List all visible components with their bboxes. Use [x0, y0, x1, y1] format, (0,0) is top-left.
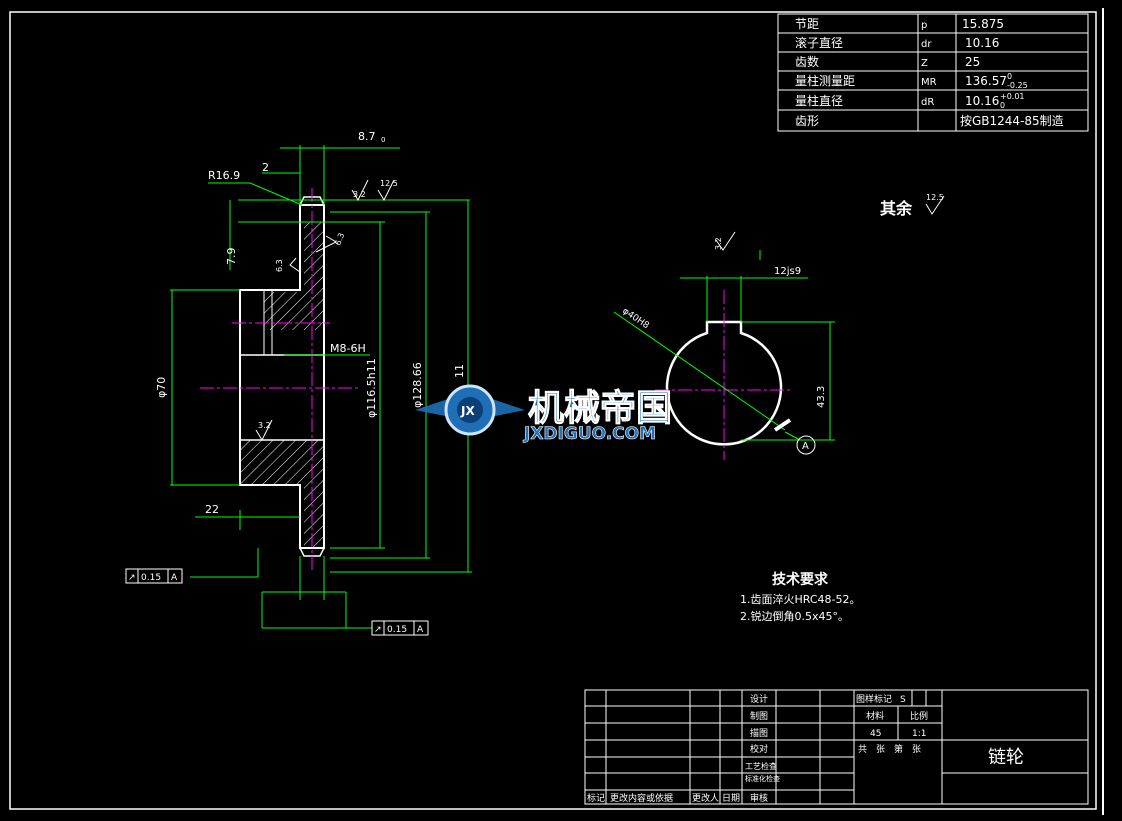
param-value-teeth: 25 [965, 55, 980, 69]
tb-part-name: 链轮 [988, 747, 1024, 768]
param-symbol-pitch: p [921, 20, 927, 31]
param-tol-low-dr: 0 [1000, 101, 1005, 110]
datum-circle [796, 435, 816, 455]
tb-rev-date: 日期 [722, 793, 740, 804]
param-name-profile: 齿形 [795, 114, 819, 128]
param-symbol-mr: MR [921, 77, 937, 88]
watermark-title: 机械帝国 [528, 388, 672, 429]
watermark-badge: JX [460, 404, 475, 418]
param-tol-up-mr: 0 [1007, 72, 1012, 81]
dim-thread: M8-6H [330, 342, 366, 355]
param-symbol-dr: dR [921, 97, 934, 108]
dim-bore: φ40H8 [620, 306, 651, 331]
watermark-logo: JX 机械帝国 JXDIGUO.COM [415, 384, 673, 444]
dim-d70: φ70 [155, 377, 168, 398]
dim-d128: φ128.66 [411, 362, 424, 408]
tb-process: 工艺检查 [745, 761, 777, 771]
rest-roughness-value: 12.5 [926, 193, 944, 202]
hatch-hub-bottom [240, 440, 324, 485]
dim-d116: φ116.5h11 [365, 358, 378, 418]
tb-scale-label: 比例 [910, 710, 928, 722]
param-value-dr: 10.16 [965, 94, 999, 108]
rough-3-2-bore: 3.2 [258, 421, 271, 430]
tb-review: 审核 [750, 792, 768, 804]
param-tol-up-dr: +0.01 [1000, 92, 1025, 101]
param-name-roller: 滚子直径 [795, 35, 843, 50]
param-value-profile: 按GB1244-85制造 [960, 114, 1064, 128]
rough-12-5-top: 12.5 [380, 179, 398, 188]
svg-text:0.15: 0.15 [141, 573, 161, 583]
dim-radius: R16.9 [208, 169, 240, 182]
dim-7-9: 7.9 [225, 248, 238, 266]
dim-22: 22 [205, 503, 219, 516]
svg-text:A: A [417, 625, 424, 635]
tech-item-1: 1.齿面淬火HRC48-52。 [740, 592, 861, 606]
param-name-dr: 量柱直径 [795, 93, 843, 108]
tb-draft: 制图 [750, 710, 768, 722]
param-symbol-roller: dr [921, 39, 932, 50]
param-value-pitch: 15.875 [962, 17, 1004, 31]
tb-mark: 图样标记 [856, 693, 892, 705]
title-block [584, 689, 1089, 805]
parameters-table: 节距 p 15.875 滚子直径 dr 10.16 齿数 Z 25 量柱测量距 … [777, 13, 1089, 132]
watermark-url: JXDIGUO.COM [523, 424, 656, 444]
tb-material: 45 [870, 729, 881, 739]
tb-sheets: 共 张 第 张 [858, 743, 921, 755]
part-outline [239, 204, 325, 549]
tb-rev-content: 更改内容或依据 [610, 792, 673, 804]
rough-6-3-hub: 6.3 [275, 259, 284, 272]
section-view: 8.7 0 2 R16.9 7.9 φ70 φ116.5h11 φ128.66 … [155, 130, 472, 629]
svg-text:↗: ↗ [374, 625, 382, 635]
dim-keyway: 12js9 [774, 266, 801, 277]
datum-label: A [802, 441, 809, 452]
dim-width-tol: 0 [381, 136, 385, 144]
rest-roughness-icon [925, 195, 945, 215]
dim-width: 8.7 [358, 130, 376, 143]
param-tol-low-mr: -0.25 [1007, 81, 1028, 90]
rough-3-2-top: 3.2 [353, 190, 366, 199]
tb-design: 设计 [750, 693, 768, 705]
rest-roughness-label: 其余 [880, 199, 913, 218]
svg-text:↗: ↗ [128, 573, 136, 583]
tb-material-label: 材料 [866, 710, 884, 722]
tolerance-frame-1: ↗ 0.15 A [125, 568, 183, 584]
param-value-mr: 136.57 [965, 74, 1007, 88]
param-value-roller: 10.16 [965, 36, 999, 50]
bore-circle [665, 320, 783, 446]
tb-rev-mark: 标记 [587, 792, 605, 804]
datum-marker [773, 418, 792, 432]
hatch-rim-bottom [304, 485, 324, 548]
svg-text:A: A [171, 573, 178, 583]
hatch-hub-top [264, 292, 324, 330]
tech-item-2: 2.锐边倒角0.5x45°。 [740, 609, 849, 623]
param-symbol-teeth: Z [921, 58, 928, 69]
tb-rev-person: 更改人 [692, 792, 719, 804]
dim-11: 11 [453, 364, 466, 378]
tb-check: 校对 [750, 743, 768, 755]
dim-depth: 43.3 [816, 386, 827, 408]
outer-frame [9, 11, 1097, 810]
tb-mark-s: S [900, 695, 906, 705]
dim-2: 2 [262, 161, 269, 174]
param-name-mr: 量柱测量距 [795, 73, 855, 88]
param-name-pitch: 节距 [795, 17, 819, 31]
tolerance-frame-2: ↗ 0.15 A [371, 620, 429, 636]
hatch-rim-top [304, 222, 324, 292]
tb-trace: 描图 [750, 727, 768, 739]
tb-scale: 1:1 [912, 729, 926, 739]
tb-standard: 标准化检查 [745, 774, 780, 783]
bore-roughness: 3.2 [714, 237, 723, 250]
svg-text:0.15: 0.15 [387, 625, 407, 635]
tech-title: 技术要求 [772, 571, 829, 588]
rough-6-3-rim: 6.3 [333, 232, 346, 247]
param-name-teeth: 齿数 [795, 54, 819, 69]
